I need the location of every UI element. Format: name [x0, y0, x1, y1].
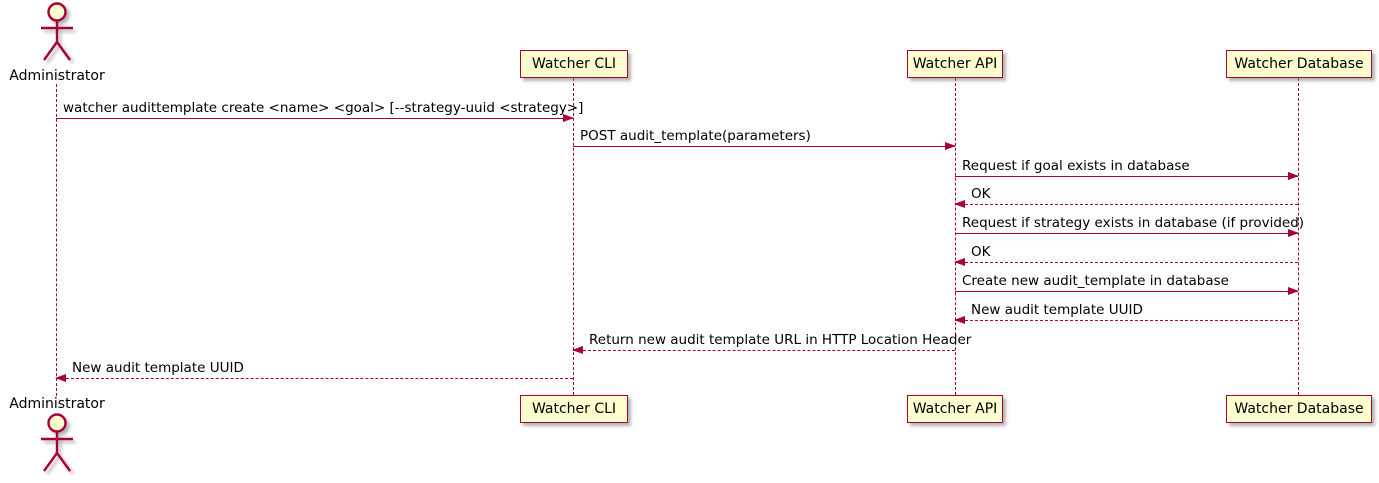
arrowhead-icon	[55, 374, 66, 382]
message-label: Create new audit_template in database	[962, 273, 1229, 289]
participant-watcher-database-bottom: Watcher Database	[1226, 395, 1372, 423]
participant-watcher-cli-top: Watcher CLI	[520, 50, 628, 78]
message-line	[955, 262, 1298, 263]
arrowhead-icon	[945, 142, 956, 150]
message-label: POST audit_template(parameters)	[580, 128, 811, 144]
message-line	[573, 146, 955, 147]
message-label: watcher audittemplate create <name> <goa…	[63, 100, 584, 116]
arrowhead-icon	[954, 316, 965, 324]
lifeline-administrator	[56, 84, 57, 396]
message-line	[955, 204, 1298, 205]
message-label: Request if goal exists in database	[962, 158, 1190, 174]
message-line	[955, 320, 1298, 321]
lifeline-watcher-cli	[573, 78, 574, 395]
arrowhead-icon	[1288, 229, 1299, 237]
arrowhead-icon	[563, 114, 574, 122]
actor-icon	[35, 412, 79, 480]
message-label: Return new audit template URL in HTTP Lo…	[589, 332, 972, 348]
message-label: New audit template UUID	[72, 360, 244, 376]
message-label: New audit template UUID	[971, 302, 1143, 318]
message-label: OK	[971, 244, 991, 260]
participant-watcher-api-top: Watcher API	[907, 50, 1003, 78]
arrowhead-icon	[954, 258, 965, 266]
message-line	[56, 118, 573, 119]
arrowhead-icon	[572, 346, 583, 354]
message-line	[573, 350, 955, 351]
participant-watcher-cli-bottom: Watcher CLI	[520, 395, 628, 423]
message-line	[56, 378, 573, 379]
lifeline-watcher-api	[955, 78, 956, 395]
message-label: Request if strategy exists in database (…	[962, 215, 1305, 231]
message-line	[955, 233, 1298, 234]
arrowhead-icon	[1288, 287, 1299, 295]
arrowhead-icon	[1288, 172, 1299, 180]
actor-label-top: Administrator	[9, 68, 105, 84]
message-line	[955, 176, 1298, 177]
participant-watcher-api-bottom: Watcher API	[907, 395, 1003, 423]
participant-watcher-database-top: Watcher Database	[1226, 50, 1372, 78]
message-line	[955, 291, 1298, 292]
arrowhead-icon	[954, 200, 965, 208]
actor-icon	[35, 1, 79, 69]
message-label: OK	[971, 186, 991, 202]
actor-label-bottom: Administrator	[9, 396, 105, 412]
